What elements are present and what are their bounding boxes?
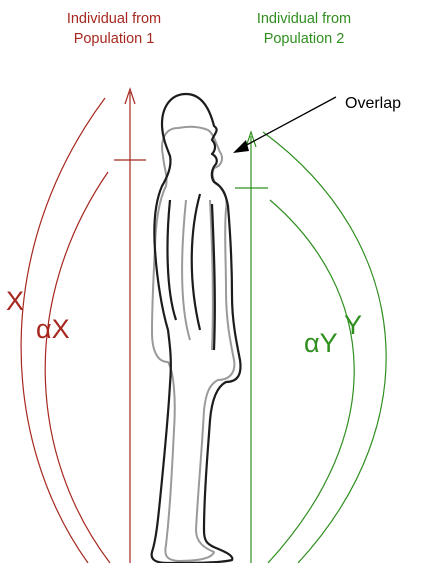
population-1-measures	[20, 87, 146, 563]
population-2-title-line1: Individual from	[256, 11, 352, 27]
population-1-title-line1: Individual from	[66, 11, 162, 27]
population-2-title: Individual from Population 2	[214, 9, 394, 49]
silhouette-pop1	[150, 92, 242, 563]
arc-alpha-x	[44, 171, 111, 563]
arc-x	[20, 97, 106, 563]
height-axis-pop1-arrowhead	[124, 87, 136, 105]
population-2-title-line2: Population 2	[263, 31, 345, 47]
population-2-measures	[235, 130, 387, 563]
overlap-pointer-line	[240, 96, 337, 149]
overlap-label: Overlap	[345, 95, 402, 112]
population-1-title: Individual from Population 1	[24, 9, 204, 49]
overlap-pointer-arrowhead	[233, 140, 249, 153]
label-alpha-x: αX	[36, 314, 70, 344]
label-x: X	[6, 286, 25, 316]
arc-y	[262, 131, 387, 563]
height-axis-pop2-arrowhead	[245, 130, 257, 148]
arc-alpha-y	[267, 199, 355, 563]
population-1-title-line2: Population 1	[73, 31, 155, 47]
label-alpha-y: αY	[304, 328, 338, 358]
silhouette-pop2	[151, 125, 236, 562]
label-y: Y	[344, 310, 363, 340]
